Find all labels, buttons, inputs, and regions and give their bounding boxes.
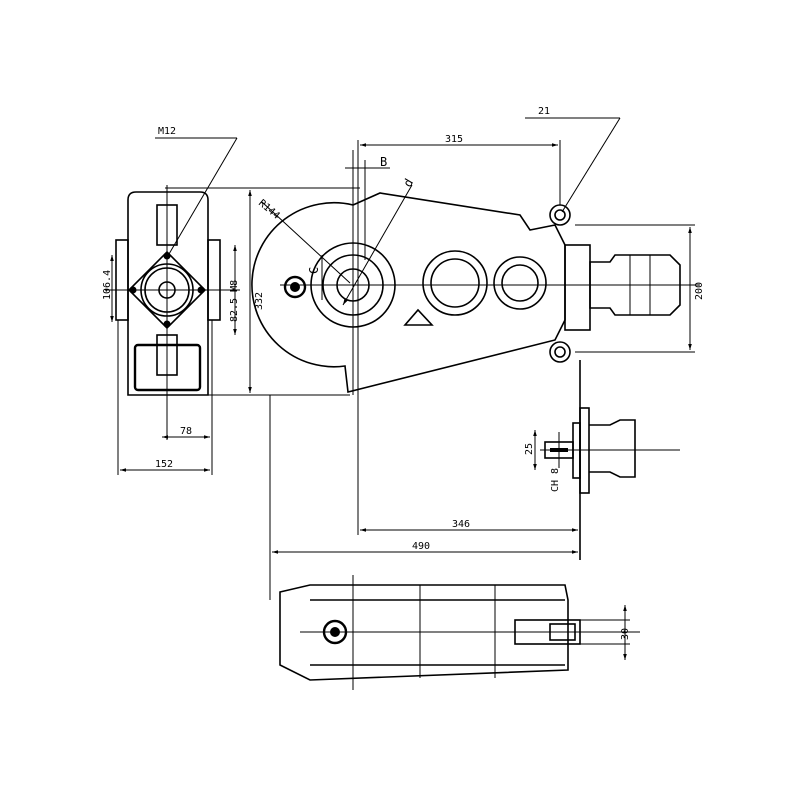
label-b: B xyxy=(380,155,387,169)
label-ch8: CH 8 xyxy=(550,468,561,492)
dim-315: 315 xyxy=(445,134,463,145)
top-view: 30 xyxy=(279,575,640,690)
dim-82-5-m8: 82.5 M8 xyxy=(229,280,240,322)
dim-346: 346 xyxy=(452,519,470,530)
shaft-detail: 25 CH 8 xyxy=(524,360,680,560)
dim-332: 332 xyxy=(254,292,265,310)
dim-30: 30 xyxy=(620,628,631,640)
dim-106-4: 106.4 xyxy=(102,270,113,300)
dim-21: 21 xyxy=(538,106,550,117)
label-m12: M12 xyxy=(158,126,176,137)
motor xyxy=(589,254,681,316)
label-c: C xyxy=(307,267,321,274)
dim-200: 200 xyxy=(694,282,705,300)
dim-25: 25 xyxy=(524,443,535,455)
label-d: d xyxy=(400,176,416,189)
dim-78: 78 xyxy=(180,426,192,437)
bolt xyxy=(283,275,307,299)
label-r144: R144 xyxy=(256,198,282,222)
dim-490: 490 xyxy=(412,541,430,552)
side-view: M12 106.4 82.5 M8 332 78 152 xyxy=(102,126,360,475)
front-view: 315 21 B R144 d C 200 xyxy=(251,106,705,535)
dim-152: 152 xyxy=(155,459,173,470)
overall-dimensions: 346 490 xyxy=(269,395,578,600)
